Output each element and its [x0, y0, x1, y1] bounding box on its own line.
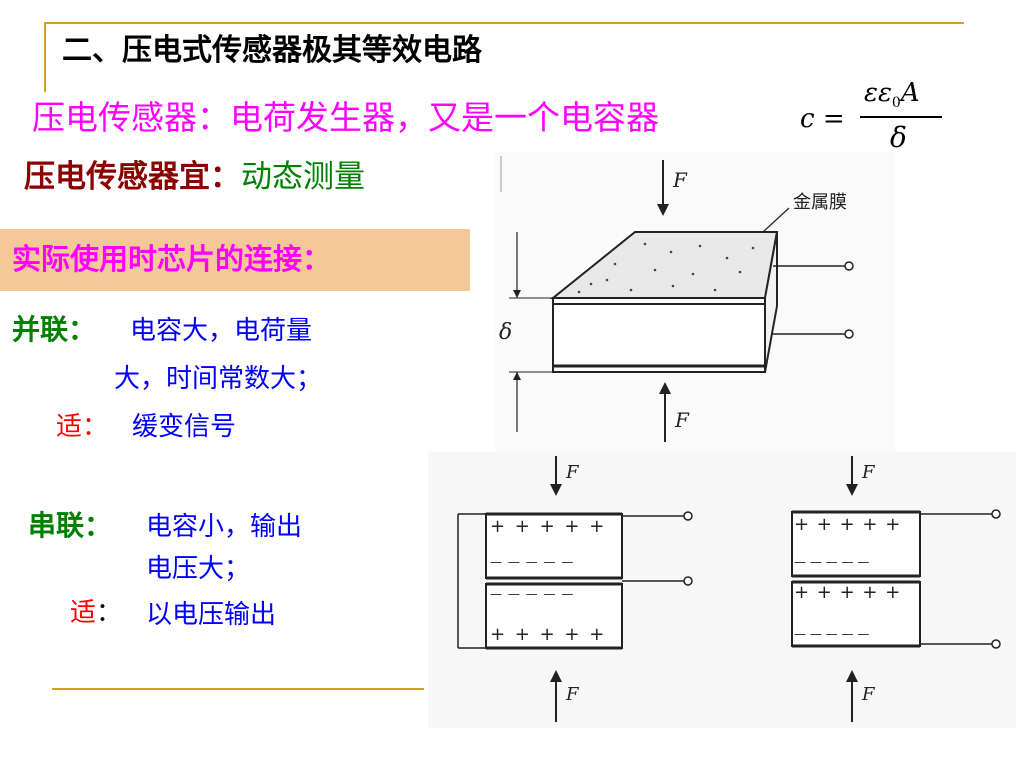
connection-svg — [428, 452, 1016, 728]
metal-film-label: 金属膜 — [793, 192, 847, 213]
series-suit-text: 以电压输出 — [146, 600, 277, 630]
formula-area: A — [900, 78, 920, 108]
par-minus-mid-top: — — — — — — [490, 555, 575, 569]
parallel-suit-label: 适： — [56, 412, 109, 442]
ser-top-force: F — [862, 462, 875, 483]
parallel-suit-text: 缓变信号 — [132, 412, 237, 442]
capacitance-formula: c = εε0A δ — [798, 78, 948, 164]
usage-label: 压电传感器宜： — [24, 159, 241, 195]
parallel-text-1: 电容大，电荷量 — [130, 316, 313, 346]
bottom-rule — [52, 688, 424, 690]
par-top-force: F — [566, 462, 579, 483]
parallel-text-2: 大，时间常数大； — [114, 364, 323, 394]
formula-denominator: δ — [890, 121, 907, 154]
left-rule — [44, 22, 46, 92]
ser-minus-top: — — — — — — [794, 555, 870, 569]
piezo-element-svg — [495, 152, 895, 452]
series-suit-colon: ： — [96, 598, 123, 628]
ser-bottom-force: F — [862, 684, 875, 705]
parallel-label: 并联： — [12, 313, 97, 346]
series-label: 串联： — [28, 509, 113, 542]
usage-value: 动态测量 — [241, 159, 365, 195]
slide-title: 二、压电式传感器极其等效电路 — [62, 33, 482, 68]
formula-numerator: εε0A — [864, 80, 920, 110]
series-text-2: 电压大； — [146, 554, 251, 584]
connection-heading: 实际使用时芯片的连接： — [12, 242, 332, 276]
series-suit: 适： — [70, 600, 122, 626]
formula-fraction-bar — [860, 116, 942, 118]
connection-heading-box: 实际使用时芯片的连接： — [0, 229, 470, 291]
par-bottom-force: F — [566, 684, 579, 705]
series-text-1: 电容小，输出 — [146, 512, 303, 542]
bottom-force-label: F — [675, 408, 689, 432]
usage-line: 压电传感器宜：动态测量 — [24, 162, 365, 193]
ser-minus-bottom: — — — — — — [794, 627, 870, 641]
piezo-element-figure: F 金属膜 δ F — [495, 152, 895, 452]
ser-plus-bottom: + + + + + — [794, 582, 902, 603]
par-minus-mid-bottom: — — — — — — [490, 587, 575, 601]
ser-plus-top: + + + + + — [794, 514, 902, 535]
top-force-label: F — [673, 168, 687, 192]
formula-sub: 0 — [891, 95, 901, 112]
formula-eps: εε — [864, 78, 892, 108]
top-rule — [44, 22, 964, 24]
piezo-definition: 压电传感器：电荷发生器，又是一个电容器 — [32, 98, 659, 137]
connection-figure: F F F F + + + + + — — — — — — — — — — + … — [428, 452, 1016, 728]
series-suit-label: 适 — [70, 598, 97, 628]
thickness-label: δ — [499, 320, 513, 345]
par-plus-bottom: + + + + + — [490, 624, 607, 645]
par-plus-top: + + + + + — [490, 516, 607, 537]
formula-lhs: c = — [800, 104, 845, 134]
